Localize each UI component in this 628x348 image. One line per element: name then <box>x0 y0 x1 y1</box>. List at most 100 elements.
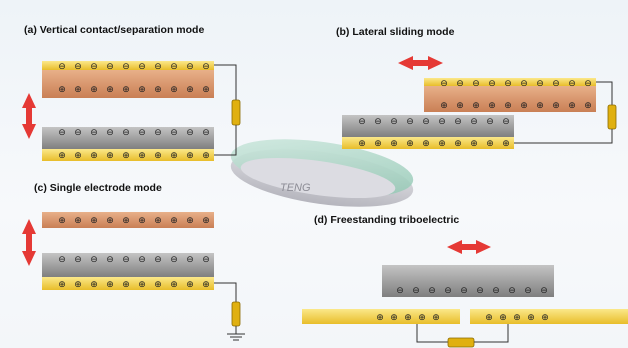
c-negative-charges: ⊖⊖⊖⊖⊖⊖⊖⊖⊖⊖ <box>58 255 210 265</box>
negative-charge-symbol: ⊖ <box>390 117 398 127</box>
d-positive-charges-right: ⊕⊕⊕⊕⊕ <box>485 313 549 323</box>
negative-charge-symbol: ⊖ <box>502 117 510 127</box>
negative-charge-symbol: ⊖ <box>470 117 478 127</box>
positive-charge-symbol: ⊕ <box>106 280 114 290</box>
negative-charge-symbol: ⊖ <box>186 128 194 138</box>
b-wire-top <box>596 81 613 105</box>
b-negative-charges-bottom: ⊖⊖⊖⊖⊖⊖⊖⊖⊖⊖ <box>358 117 510 127</box>
negative-charge-symbol: ⊖ <box>106 255 114 265</box>
b-positive-charges-bottom: ⊕⊕⊕⊕⊕⊕⊕⊕⊕⊕ <box>358 139 510 149</box>
positive-charge-symbol: ⊕ <box>90 85 98 95</box>
negative-charge-symbol: ⊖ <box>568 79 576 89</box>
negative-charge-symbol: ⊖ <box>202 62 210 72</box>
d-horizontal-arrow <box>447 240 491 254</box>
positive-charge-symbol: ⊕ <box>106 216 114 226</box>
negative-charge-symbol: ⊖ <box>444 286 452 296</box>
c-ground-icon <box>227 326 245 341</box>
negative-charge-symbol: ⊖ <box>138 128 146 138</box>
positive-charge-symbol: ⊕ <box>74 151 82 161</box>
c-positive-charges-top: ⊕⊕⊕⊕⊕⊕⊕⊕⊕⊕ <box>58 216 210 226</box>
negative-charge-symbol: ⊖ <box>358 117 366 127</box>
a-negative-charges-bottom: ⊖⊖⊖⊖⊖⊖⊖⊖⊖⊖ <box>58 128 210 138</box>
positive-charge-symbol: ⊕ <box>374 139 382 149</box>
positive-charge-symbol: ⊕ <box>520 101 528 111</box>
d-wire-left <box>416 324 448 343</box>
negative-charge-symbol: ⊖ <box>90 255 98 265</box>
positive-charge-symbol: ⊕ <box>170 85 178 95</box>
positive-charge-symbol: ⊕ <box>513 313 521 323</box>
positive-charge-symbol: ⊕ <box>527 313 535 323</box>
positive-charge-symbol: ⊕ <box>186 151 194 161</box>
negative-charge-symbol: ⊖ <box>406 117 414 127</box>
positive-charge-symbol: ⊕ <box>358 139 366 149</box>
negative-charge-symbol: ⊖ <box>456 79 464 89</box>
teng-disc <box>230 139 414 207</box>
positive-charge-symbol: ⊕ <box>74 280 82 290</box>
positive-charge-symbol: ⊕ <box>90 216 98 226</box>
positive-charge-symbol: ⊕ <box>90 280 98 290</box>
negative-charge-symbol: ⊖ <box>74 62 82 72</box>
d-load-resistor <box>447 337 475 348</box>
c-positive-charges-bottom: ⊕⊕⊕⊕⊕⊕⊕⊕⊕⊕ <box>58 280 210 290</box>
negative-charge-symbol: ⊖ <box>396 286 404 296</box>
positive-charge-symbol: ⊕ <box>74 85 82 95</box>
b-positive-charges-top: ⊕⊕⊕⊕⊕⊕⊕⊕⊕⊕ <box>440 101 592 111</box>
negative-charge-symbol: ⊖ <box>186 255 194 265</box>
c-load-resistor <box>231 301 241 327</box>
c-gray-layer <box>42 253 214 277</box>
negative-charge-symbol: ⊖ <box>476 286 484 296</box>
negative-charge-symbol: ⊖ <box>202 128 210 138</box>
negative-charge-symbol: ⊖ <box>170 62 178 72</box>
positive-charge-symbol: ⊕ <box>584 101 592 111</box>
negative-charge-symbol: ⊖ <box>454 117 462 127</box>
negative-charge-symbol: ⊖ <box>122 128 130 138</box>
positive-charge-symbol: ⊕ <box>90 151 98 161</box>
a-bottom-gray-layer <box>42 127 214 149</box>
positive-charge-symbol: ⊕ <box>418 313 426 323</box>
negative-charge-symbol: ⊖ <box>552 79 560 89</box>
negative-charge-symbol: ⊖ <box>170 255 178 265</box>
b-top-copper-layer <box>424 86 596 112</box>
positive-charge-symbol: ⊕ <box>470 139 478 149</box>
positive-charge-symbol: ⊕ <box>170 280 178 290</box>
positive-charge-symbol: ⊕ <box>138 151 146 161</box>
negative-charge-symbol: ⊖ <box>122 62 130 72</box>
negative-charge-symbol: ⊖ <box>90 128 98 138</box>
b-load-resistor <box>607 104 617 130</box>
negative-charge-symbol: ⊖ <box>584 79 592 89</box>
positive-charge-symbol: ⊕ <box>454 139 462 149</box>
negative-charge-symbol: ⊖ <box>74 255 82 265</box>
positive-charge-symbol: ⊕ <box>456 101 464 111</box>
panel-b: ⊖⊖⊖⊖⊖⊖⊖⊖⊖⊖ ⊕⊕⊕⊕⊕⊕⊕⊕⊕⊕ ⊖⊖⊖⊖⊖⊖⊖⊖⊖⊖ ⊕⊕⊕⊕⊕⊕⊕… <box>342 56 617 149</box>
positive-charge-symbol: ⊕ <box>438 139 446 149</box>
positive-charge-symbol: ⊕ <box>541 313 549 323</box>
positive-charge-symbol: ⊕ <box>138 280 146 290</box>
negative-charge-symbol: ⊖ <box>492 286 500 296</box>
positive-charge-symbol: ⊕ <box>390 313 398 323</box>
positive-charge-symbol: ⊕ <box>432 313 440 323</box>
c-vertical-arrow <box>22 219 36 266</box>
label-b: (b) Lateral sliding mode <box>336 26 455 38</box>
a-wire-top <box>214 64 237 100</box>
negative-charge-symbol: ⊖ <box>374 117 382 127</box>
positive-charge-symbol: ⊕ <box>58 216 66 226</box>
positive-charge-symbol: ⊕ <box>568 101 576 111</box>
positive-charge-symbol: ⊕ <box>404 313 412 323</box>
negative-charge-symbol: ⊖ <box>504 79 512 89</box>
positive-charge-symbol: ⊕ <box>138 85 146 95</box>
positive-charge-symbol: ⊕ <box>186 280 194 290</box>
positive-charge-symbol: ⊕ <box>106 151 114 161</box>
negative-charge-symbol: ⊖ <box>520 79 528 89</box>
negative-charge-symbol: ⊖ <box>106 62 114 72</box>
negative-charge-symbol: ⊖ <box>422 117 430 127</box>
panel-d: ⊖⊖⊖⊖⊖⊖⊖⊖⊖⊖ ⊕⊕⊕⊕⊕ ⊕⊕⊕⊕⊕ <box>302 240 628 348</box>
positive-charge-symbol: ⊕ <box>138 216 146 226</box>
positive-charge-symbol: ⊕ <box>504 101 512 111</box>
negative-charge-symbol: ⊖ <box>486 117 494 127</box>
b-bottom-gray-layer <box>342 115 514 137</box>
positive-charge-symbol: ⊕ <box>552 101 560 111</box>
a-negative-charges: ⊖⊖⊖⊖⊖⊖⊖⊖⊖⊖ <box>58 62 210 72</box>
negative-charge-symbol: ⊖ <box>472 79 480 89</box>
negative-charge-symbol: ⊖ <box>138 255 146 265</box>
